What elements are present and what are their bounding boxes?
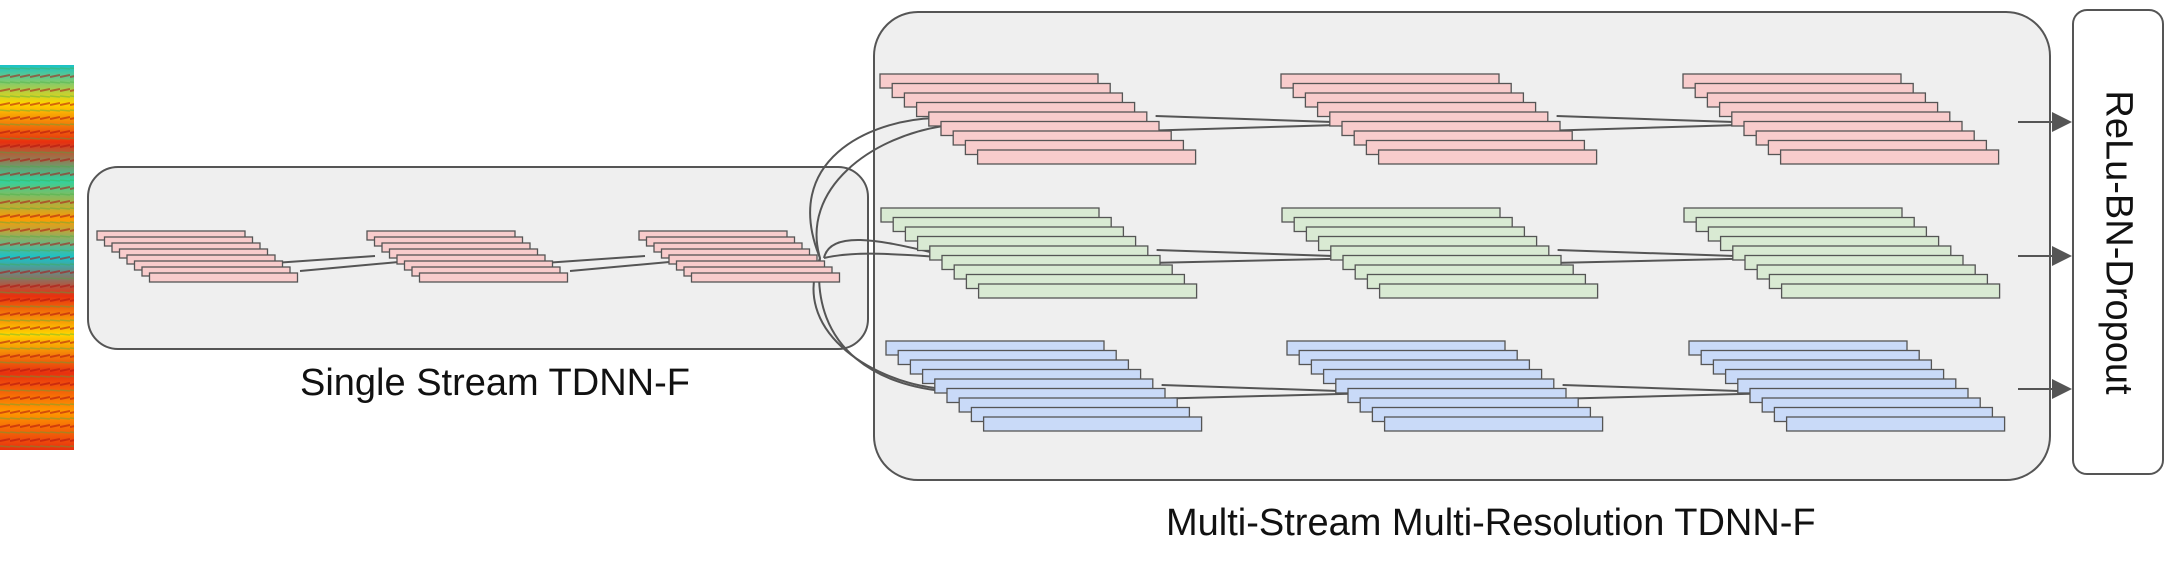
multi-stack-blue-2 — [1286, 340, 1604, 432]
single-stack-3 — [638, 230, 841, 283]
output-block-label: ReLu-BN-Dropout — [2097, 89, 2140, 395]
connection-curve — [823, 239, 931, 259]
connection-curve — [818, 257, 961, 393]
multi-stack-blue-1 — [885, 340, 1203, 432]
multi-stack-green-1 — [880, 207, 1198, 299]
connection-curve — [812, 257, 936, 389]
layer-rect — [977, 283, 1198, 299]
multi-stream-label: Multi-Stream Multi-Resolution TDNN-F — [1166, 502, 1816, 544]
output-block — [2072, 9, 2164, 475]
layer-rect — [1377, 149, 1598, 165]
layer-rect — [690, 272, 841, 283]
layer-rect — [1780, 283, 2001, 299]
multi-stack-pink-1 — [879, 73, 1197, 165]
multi-stack-pink-2 — [1280, 73, 1598, 165]
layer-rect — [148, 272, 299, 283]
single-stream-label: Single Stream TDNN-F — [300, 362, 690, 404]
layer-rect — [1779, 149, 2000, 165]
connection-curve — [815, 124, 951, 259]
layer-stacks — [96, 73, 2006, 432]
multi-stack-blue-3 — [1688, 340, 2006, 432]
multi-stack-green-3 — [1683, 207, 2001, 299]
single-stack-1 — [96, 230, 299, 283]
layer-rect — [1785, 416, 2006, 432]
output-arrows — [2018, 112, 2072, 399]
connection-curve — [809, 117, 936, 259]
layer-rect — [418, 272, 569, 283]
layer-rect — [1378, 283, 1599, 299]
multi-stack-pink-3 — [1682, 73, 2000, 165]
single-stack-2 — [366, 230, 569, 283]
multi-stack-green-2 — [1281, 207, 1599, 299]
layer-rect — [1383, 416, 1604, 432]
layer-rect — [982, 416, 1203, 432]
layer-rect — [976, 149, 1197, 165]
spectrogram-input — [0, 65, 74, 450]
